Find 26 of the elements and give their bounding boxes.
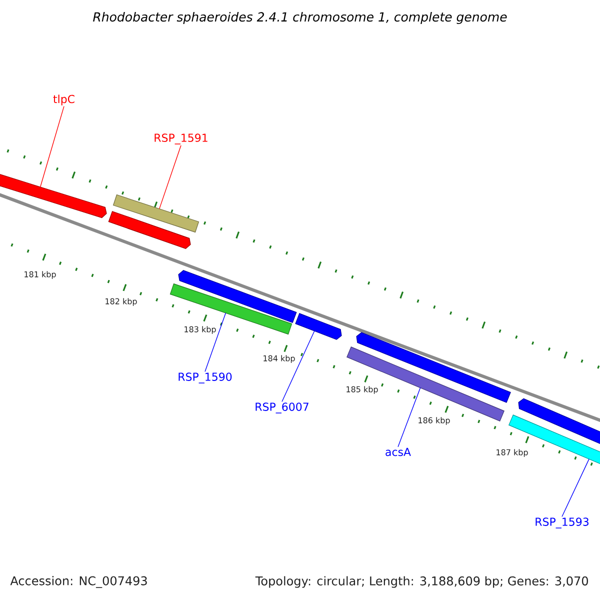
gene-label: RSP_1593 [536, 518, 588, 528]
footer-text: Accession: NC_007493 [10, 576, 147, 588]
leader-line [204, 312, 226, 372]
gene-label: tlpC [53, 94, 74, 106]
scale-label: 186 kbp [418, 417, 450, 425]
title: Rhodobacter sphaeroides 2.4.1 chromosome 1, complete genome [93, 12, 507, 24]
scale-label: 181 kbp [24, 271, 56, 279]
gene-label: RSP_1590 [178, 372, 232, 384]
leader-line [159, 145, 182, 210]
gene-feature [295, 313, 342, 340]
leader-line [398, 387, 421, 448]
scale-label: 184 kbp [264, 355, 295, 363]
leader-line [562, 458, 590, 517]
scale-label: 183 kbp [184, 326, 216, 334]
gene-label: RSP_1591 [154, 134, 208, 144]
scale-label: 182 kbp [106, 298, 137, 306]
footer-text: Topology: circular; Length: 3,188,609 bp; Genes: 3,070 [255, 576, 588, 588]
gene-label: RSP_6007 [256, 402, 308, 414]
scale-label: 185 kbp [346, 386, 378, 394]
gene-label: acsA [386, 448, 411, 456]
gene-feature [178, 270, 297, 323]
leader-line [282, 330, 315, 402]
gene-feature [0, 172, 107, 218]
scale-label: 187 kbp [496, 449, 528, 457]
gene-feature [518, 398, 600, 447]
leader-line [40, 106, 64, 188]
